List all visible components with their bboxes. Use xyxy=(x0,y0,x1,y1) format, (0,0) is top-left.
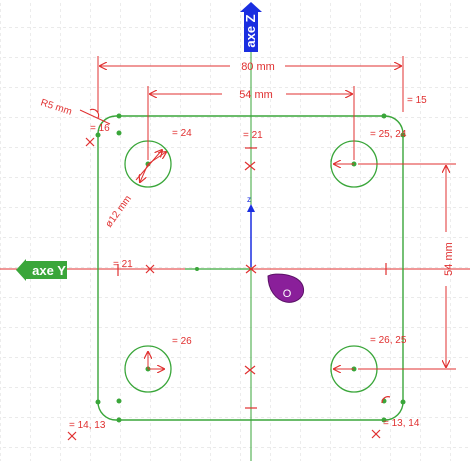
axe-y-label: axe Y xyxy=(32,263,66,278)
hole-bottom-left[interactable] xyxy=(124,345,172,393)
dim-hole-spacing-y[interactable] xyxy=(358,163,456,370)
origin-label: O xyxy=(283,288,292,300)
constraint-glyphs xyxy=(67,108,391,441)
constraint-25-24[interactable]: = 25, 24 xyxy=(370,129,407,140)
dim-width[interactable] xyxy=(97,56,404,112)
dim-radius-leader xyxy=(79,109,111,125)
constraint-26[interactable]: = 26 xyxy=(172,336,192,347)
constraint-14-13[interactable]: = 14, 13 xyxy=(69,420,106,431)
dim-hole-spacing-x[interactable] xyxy=(147,86,355,160)
constraint-24[interactable]: = 24 xyxy=(172,128,192,139)
constraint-26-25[interactable]: = 26, 25 xyxy=(370,335,407,346)
axe-y-arrow[interactable] xyxy=(16,259,67,281)
hole-radius-arrows xyxy=(140,152,354,369)
axe-z-label: axe Z xyxy=(243,14,258,47)
constraint-21-left[interactable]: = 21 xyxy=(113,259,133,270)
constraint-15[interactable]: = 15 xyxy=(407,95,427,106)
constraint-13-14[interactable]: = 13, 14 xyxy=(383,418,420,429)
dim-hole-spacing-y-label: 54 mm xyxy=(443,242,455,276)
outer-profile[interactable] xyxy=(97,115,404,421)
axe-z-arrow[interactable] xyxy=(240,2,262,52)
origin-marker[interactable] xyxy=(267,273,304,303)
constraint-16[interactable]: = 16 xyxy=(90,123,110,134)
z-axis-small-label: z xyxy=(247,195,251,204)
constraint-21-top[interactable]: = 21 xyxy=(243,130,263,141)
z-axis-indicator-head xyxy=(247,204,255,212)
corner-points xyxy=(95,113,406,423)
dim-width-label: 80 mm xyxy=(241,61,275,73)
dim-hole-spacing-x-label: 54 mm xyxy=(239,89,273,101)
